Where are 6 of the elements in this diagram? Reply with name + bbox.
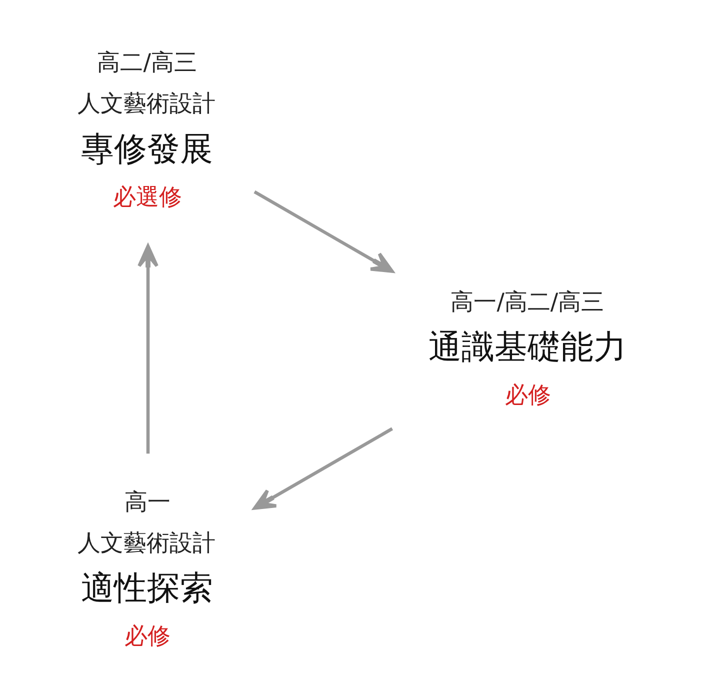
node-text: 高二/高三 人文藝術設計 專修發展 必選修	[77, 50, 216, 210]
arrow	[253, 190, 394, 273]
arrow	[252, 427, 393, 510]
node-text: 高一 人文藝術設計 適性探索 必修	[77, 489, 216, 650]
node-text: 高一/高二/高三 通識基礎能力 必修	[428, 289, 626, 409]
arrow	[137, 244, 158, 454]
